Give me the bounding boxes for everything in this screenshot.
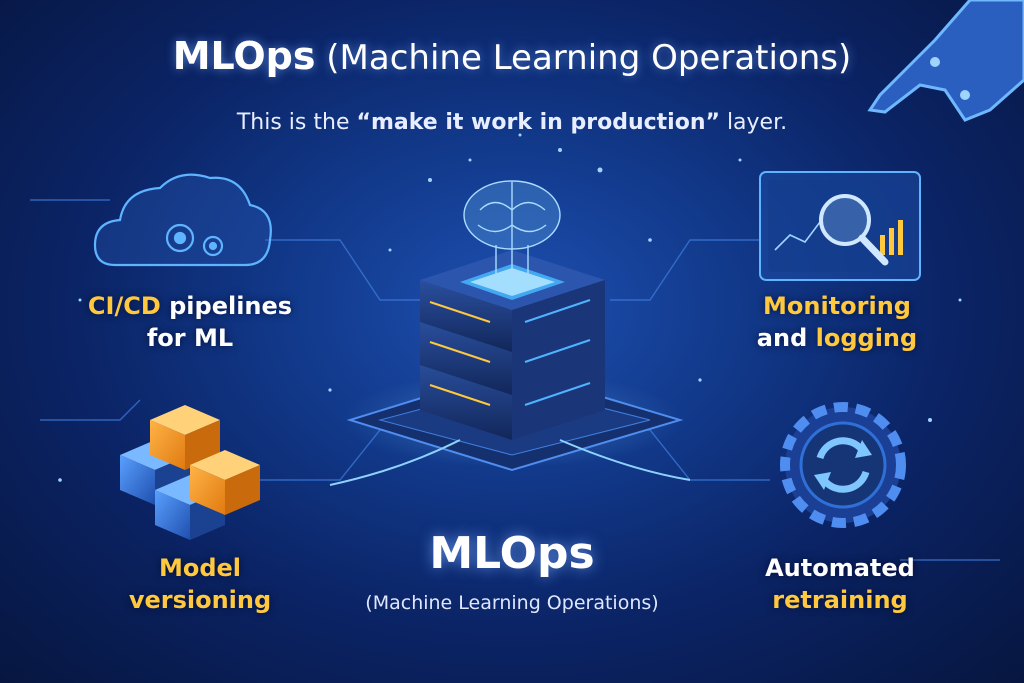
versioning-line1: Model — [158, 554, 242, 582]
versioning-line2: versioning — [128, 586, 272, 615]
subtitle-pre: This is the — [236, 110, 357, 135]
robot-hand-icon — [867, 0, 1024, 122]
monitoring-line2-b: logging — [815, 324, 918, 353]
sparkle-dots — [58, 133, 962, 482]
page-title: MLOps (Machine Learning Operations) — [0, 34, 1024, 78]
retraining-line1: Automated — [765, 554, 915, 582]
circuit-lines — [30, 199, 1000, 561]
retraining-line2: retraining — [772, 586, 908, 615]
monitoring-line1: Monitoring — [763, 292, 911, 320]
title-main: MLOps — [172, 34, 316, 78]
cicd-line2: for ML — [146, 324, 234, 353]
gear-refresh-icon — [780, 402, 906, 528]
cicd-label: CI/CD pipelines for ML — [70, 290, 310, 355]
cicd-line1-b: pipelines — [160, 292, 293, 320]
subtitle-post: layer. — [719, 110, 788, 135]
versioning-label: Model versioning — [110, 552, 290, 617]
page-subtitle: This is the “make it work in production”… — [0, 110, 1024, 135]
stacked-cubes-icon — [120, 405, 260, 540]
subtitle-bold: “make it work in production” — [356, 110, 720, 135]
monitoring-label: Monitoring and logging — [732, 290, 942, 355]
center-title: MLOps — [429, 528, 595, 579]
cloud-gears-icon — [93, 173, 272, 267]
brain-icon — [463, 180, 561, 278]
monitoring-line2-a: and — [756, 324, 816, 353]
connection-cables — [329, 439, 691, 486]
dashboard-magnifier-icon — [759, 171, 921, 281]
cicd-line1-a: CI/CD — [87, 292, 161, 320]
retraining-label: Automated retraining — [740, 552, 940, 617]
title-paren: (Machine Learning Operations) — [326, 38, 852, 78]
center-subtitle: (Machine Learning Operations) — [365, 592, 659, 614]
glowing-chip — [460, 264, 565, 300]
